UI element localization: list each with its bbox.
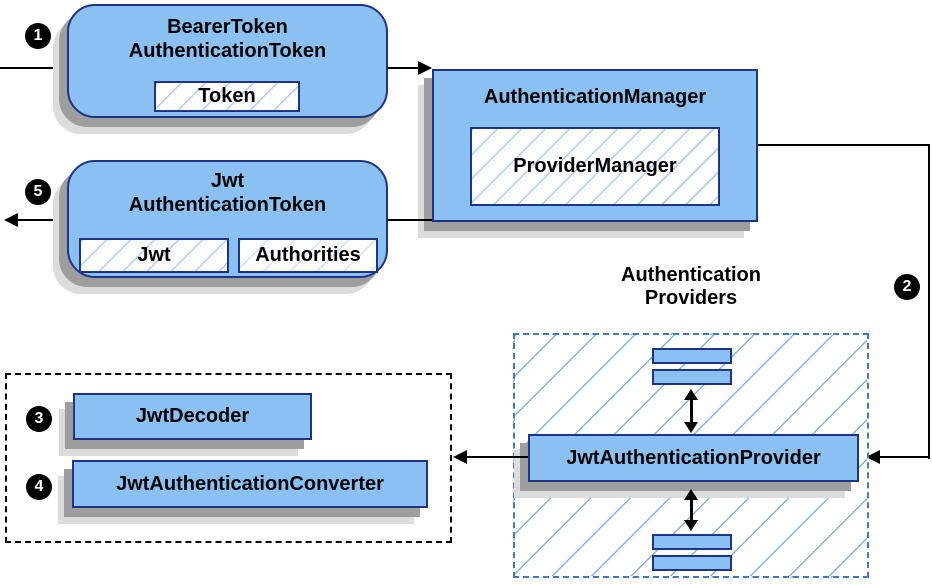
incoming-request-line [0,67,67,69]
provider-manager-label: ProviderManager [513,155,677,177]
arrow-bearer-to-manager-shaft [388,67,420,69]
step-2-number: 2 [902,278,912,295]
bearer-token-title-line1: BearerToken [167,16,288,38]
providers-label-line1: Authentication [621,264,761,286]
manager-to-jwt-token-line [386,219,432,221]
manager-to-provider-arrow-head [866,450,880,464]
provider-placeholder-bar [652,534,732,550]
outgoing-arrow-head [4,213,18,227]
jwt-authentication-provider-label: JwtAuthenticationProvider [566,446,821,469]
step-1-badge: 1 [25,23,51,49]
authorities-chip-label: Authorities [255,244,361,266]
providers-label-line2: Providers [644,287,738,309]
provider-placeholder-bar [652,369,732,385]
arrow-bearer-to-manager-head [418,61,432,75]
authorities-chip: Authorities [238,238,378,273]
jwt-chip-label: Jwt [137,244,171,266]
step-5-number: 5 [33,183,43,200]
double-arrow-top [683,389,699,433]
jwt-authentication-converter-box: JwtAuthenticationConverter [72,460,428,508]
jwt-authentication-provider-box: JwtAuthenticationProvider [528,434,859,482]
step-3-number: 3 [34,410,44,427]
step-3-badge: 3 [26,406,52,432]
jwt-token-title-line1: Jwt [210,170,245,192]
manager-to-provider-line-vertical [928,144,930,459]
jwt-authentication-token-box: Jwt AuthenticationToken Jwt Authorities [67,160,388,278]
authentication-providers-label: Authentication Providers [555,264,827,310]
outgoing-arrow-shaft [16,219,67,221]
step-4-badge: 4 [26,474,52,500]
manager-to-provider-line-top [758,144,930,146]
bearer-token-authentication-token-box: BearerToken AuthenticationToken Token [67,4,388,118]
authentication-manager-title: AuthenticationManager [483,86,707,108]
token-chip: Token [154,81,300,112]
double-arrow-bottom [683,489,699,531]
step-4-number: 4 [34,478,44,495]
jwt-decoder-box: JwtDecoder [73,393,312,440]
jwt-authentication-converter-label: JwtAuthenticationConverter [116,472,384,495]
provider-placeholder-bar [652,555,732,571]
provider-placeholder-bar [652,348,732,364]
jwt-chip: Jwt [79,238,229,273]
bearer-token-title-line2: AuthenticationToken [128,40,327,62]
step-1-number: 1 [33,27,43,44]
jwt-token-title-line2: AuthenticationToken [128,194,327,216]
jwt-decoder-label: JwtDecoder [135,405,250,427]
authentication-manager-box: AuthenticationManager ProviderManager [432,69,758,222]
manager-to-provider-line-bottom [878,456,930,458]
step-5-badge: 5 [25,179,51,205]
provider-to-decoder-arrow-head [453,450,467,464]
provider-manager-chip: ProviderManager [470,127,720,206]
provider-to-decoder-shaft [467,456,528,458]
token-chip-label: Token [198,85,256,107]
step-2-badge: 2 [894,274,920,300]
